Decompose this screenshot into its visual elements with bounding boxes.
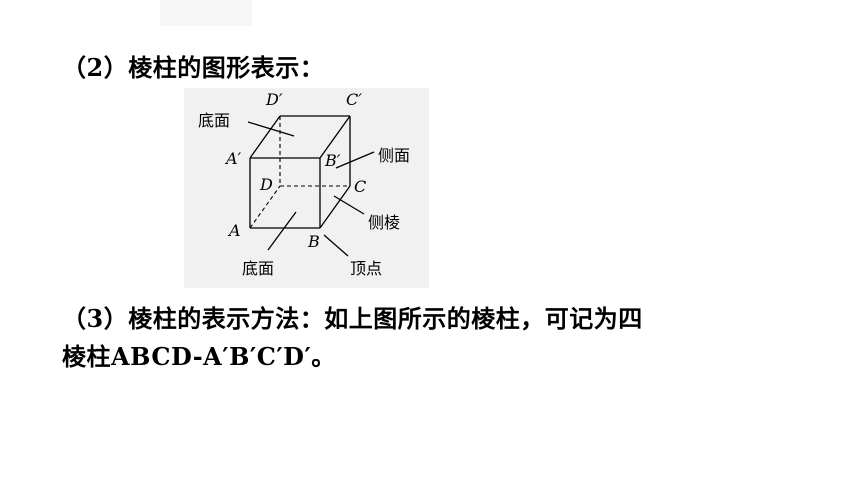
callout-base-bottom: 底面 <box>242 259 274 278</box>
leader-vertex <box>323 234 349 257</box>
vertex-label-d1: D′ <box>265 90 283 109</box>
leader-base-bottom <box>267 211 297 251</box>
top-shade <box>160 0 252 26</box>
vertex-label-a1: A′ <box>224 149 242 168</box>
callout-lateral-edge: 侧棱 <box>368 213 400 232</box>
vertex-label-c1: C′ <box>346 90 362 109</box>
edge-a1-d1 <box>249 115 281 159</box>
callout-lateral-face: 侧面 <box>378 146 410 165</box>
vertex-label-a: A <box>227 221 241 240</box>
vertex-label-b: B <box>307 232 320 251</box>
callout-base-top: 底面 <box>198 111 230 130</box>
edge-a-d <box>249 185 281 229</box>
callout-vertex: 顶点 <box>350 259 382 278</box>
leader-lateral-face <box>335 151 375 169</box>
vertex-label-d: D <box>259 175 273 194</box>
vertex-label-b1: B′ <box>324 151 341 170</box>
edge-b1-c1 <box>319 115 351 159</box>
section-3-text: （3）棱柱的表示方法：如上图所示的棱柱，可记为四 <box>62 304 643 333</box>
vertex-label-c: C <box>354 177 366 196</box>
section-2-heading: （2）棱柱的图形表示： <box>62 53 325 82</box>
section-3-text-cont: 棱柱ABCD-A′B′C′D′。 <box>62 342 336 371</box>
prism-figure: D′ C′ A′ B′ D C A B 底面 底面 侧面 侧棱 顶点 <box>184 88 429 288</box>
leader-base-top <box>247 121 295 137</box>
edge-b-c <box>319 185 351 229</box>
leader-lateral-edge <box>333 195 365 215</box>
prism-diagram: D′ C′ A′ B′ D C A B 底面 底面 侧面 侧棱 顶点 <box>198 90 410 278</box>
